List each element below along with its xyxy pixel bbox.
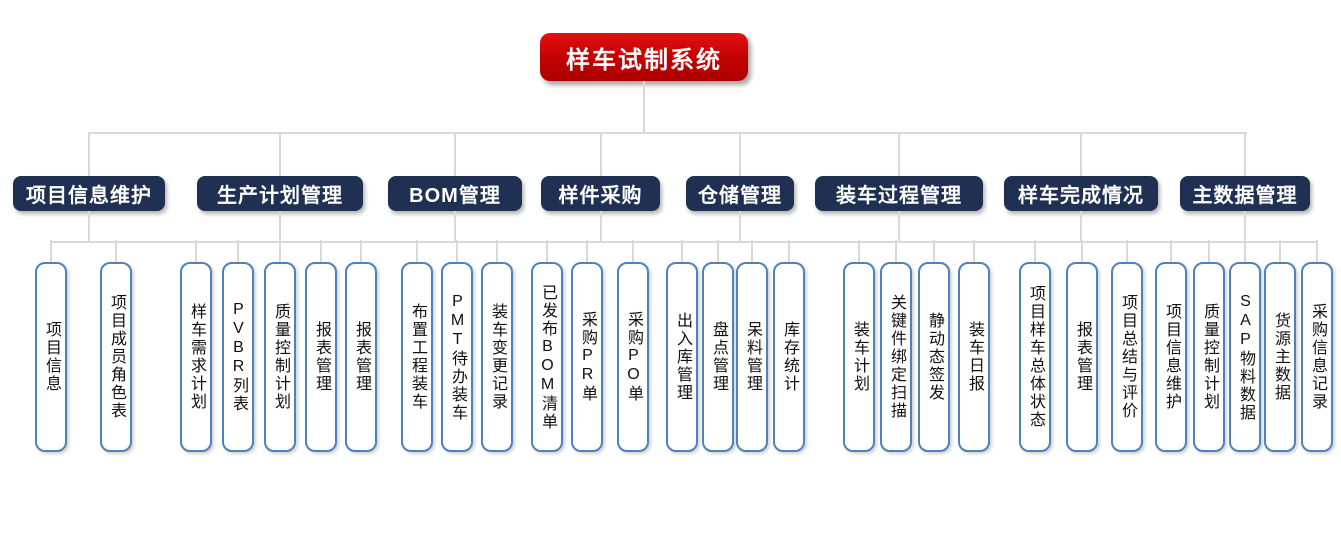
category-bom-management: BOM管理 <box>388 134 522 241</box>
category-project-info-maintenance: 项目信息维护 <box>13 134 165 241</box>
category-label: 仓储管理 <box>698 185 782 207</box>
leaf-node: 库存统计 <box>773 240 805 452</box>
leaf-node: 装车变更记录 <box>481 240 513 452</box>
leaf-node: 报表管理 <box>305 240 337 452</box>
leaf-label: 报表管理 <box>353 321 370 393</box>
leaf-node: 采购信息记录 <box>1301 240 1333 452</box>
leaf-node: 布置工程装车 <box>401 240 433 452</box>
leaf-label: SAP物料数据 <box>1237 292 1254 422</box>
leaf-label: 项目样车总体状态 <box>1027 285 1044 429</box>
leaf-label: PVBR列表 <box>230 301 247 413</box>
category-label: 项目信息维护 <box>26 185 152 207</box>
category-label: 装车过程管理 <box>836 185 962 207</box>
leaf-label: 项目信息维护 <box>1163 303 1180 411</box>
leaf-node: 出入库管理 <box>666 240 698 452</box>
leaf-node: 项目信息 <box>35 240 67 452</box>
leaf-node: 呆料管理 <box>736 240 768 452</box>
leaf-node: PMT待办装车 <box>441 240 473 452</box>
leaf-label: 已发布BOM清单 <box>539 283 556 431</box>
leaf-node: 报表管理 <box>345 240 377 452</box>
leaf-node: 货源主数据 <box>1264 240 1296 452</box>
leaf-node: 质量控制计划 <box>264 240 296 452</box>
leaf-node: 已发布BOM清单 <box>531 240 563 452</box>
leaf-label: 关键件绑定扫描 <box>888 294 905 420</box>
leaf-label: 装车计划 <box>851 321 868 393</box>
leaf-label: PMT待办装车 <box>449 292 466 422</box>
root-node-label: 样车试制系统 <box>566 46 722 74</box>
leaf-node: PVBR列表 <box>222 240 254 452</box>
connector-rail-level3 <box>50 241 1318 243</box>
root-node-prototype-trial-system: 样车试制系统 <box>540 33 748 132</box>
leaf-label: 呆料管理 <box>744 321 761 393</box>
category-master-data-management: 主数据管理 <box>1180 134 1310 241</box>
category-sample-procurement: 样件采购 <box>541 134 660 241</box>
category-label: BOM管理 <box>409 185 501 207</box>
leaf-node: 采购PR单 <box>571 240 603 452</box>
leaf-label: 布置工程装车 <box>409 303 426 411</box>
leaf-label: 报表管理 <box>1074 321 1091 393</box>
leaf-label: 出入库管理 <box>674 312 691 402</box>
leaf-node: 盘点管理 <box>702 240 734 452</box>
leaf-label: 项目信息 <box>43 321 60 393</box>
category-label: 生产计划管理 <box>217 185 343 207</box>
connector-rail-level2 <box>88 132 1247 134</box>
leaf-node: 报表管理 <box>1066 240 1098 452</box>
leaf-label: 货源主数据 <box>1272 312 1289 402</box>
leaf-node: 静动态签发 <box>918 240 950 452</box>
leaf-label: 装车变更记录 <box>489 303 506 411</box>
leaf-node: SAP物料数据 <box>1229 240 1261 452</box>
category-label: 主数据管理 <box>1192 185 1298 207</box>
leaf-label: 项目成员角色表 <box>108 294 125 420</box>
leaf-node: 项目总结与评价 <box>1111 240 1143 452</box>
leaf-label: 质量控制计划 <box>272 303 289 411</box>
leaf-node: 样车需求计划 <box>180 240 212 452</box>
leaf-label: 静动态签发 <box>926 312 943 402</box>
leaf-node: 关键件绑定扫描 <box>880 240 912 452</box>
category-prototype-completion-status: 样车完成情况 <box>1004 134 1158 241</box>
leaf-label: 采购PO单 <box>625 311 642 403</box>
leaf-node: 装车计划 <box>843 240 875 452</box>
leaf-label: 样车需求计划 <box>188 303 205 411</box>
category-warehouse-management: 仓储管理 <box>686 134 794 241</box>
leaf-node: 项目信息维护 <box>1155 240 1187 452</box>
leaf-label: 项目总结与评价 <box>1119 294 1136 420</box>
leaf-node: 采购PO单 <box>617 240 649 452</box>
leaf-label: 盘点管理 <box>710 321 727 393</box>
category-assembly-process-management: 装车过程管理 <box>815 134 983 241</box>
leaf-node: 项目样车总体状态 <box>1019 240 1051 452</box>
leaf-label: 质量控制计划 <box>1201 303 1218 411</box>
leaf-label: 采购PR单 <box>579 311 596 403</box>
category-label: 样件采购 <box>558 185 643 207</box>
leaf-node: 装车日报 <box>958 240 990 452</box>
leaf-label: 报表管理 <box>313 321 330 393</box>
leaf-label: 采购信息记录 <box>1309 303 1326 411</box>
leaf-node: 项目成员角色表 <box>100 240 132 452</box>
leaf-label: 装车日报 <box>966 321 983 393</box>
leaf-node: 质量控制计划 <box>1193 240 1225 452</box>
leaf-label: 库存统计 <box>781 321 798 393</box>
category-label: 样车完成情况 <box>1018 185 1144 207</box>
category-production-plan-management: 生产计划管理 <box>197 134 363 241</box>
